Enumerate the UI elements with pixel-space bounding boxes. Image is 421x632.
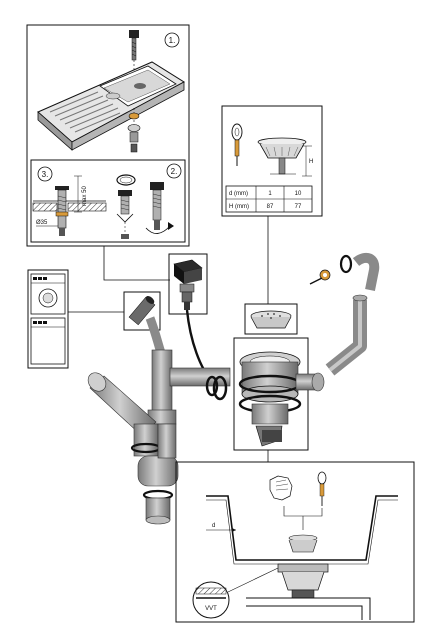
callout-label: VVT xyxy=(205,606,217,612)
tailpiece-parts xyxy=(309,252,380,376)
drain-basket-box xyxy=(233,337,325,451)
table-row-d-a: 1 xyxy=(268,191,272,197)
diameter-label: Ø35 xyxy=(36,220,48,226)
h-dimension-label: H xyxy=(309,159,313,165)
max-dimension-label: max 50 xyxy=(82,186,88,206)
steps-subpanel xyxy=(30,159,186,243)
step3-circle xyxy=(37,166,53,182)
strainer-basket-icon: H xyxy=(257,137,313,177)
sink-section-panel: d VVT xyxy=(175,461,415,623)
table-row-d-b: 10 xyxy=(295,191,302,197)
key-icon-bottom xyxy=(317,471,327,506)
siphon-assembly xyxy=(87,316,231,525)
button-assembly-icon xyxy=(116,190,134,239)
d-dimension-label: d xyxy=(212,523,215,529)
hose-connector-box xyxy=(123,291,161,331)
table-row-h-a: 87 xyxy=(267,204,274,210)
hand-icon xyxy=(269,475,293,501)
step2-circle xyxy=(166,163,182,179)
table-row-h-label: H (mm) xyxy=(229,204,249,210)
top-left-panel: 1. xyxy=(26,24,190,247)
leader-lines xyxy=(68,216,269,462)
sink-icon xyxy=(37,61,185,151)
spec-panel: H d (mm) 1 10 H (mm) 87 77 xyxy=(221,105,323,217)
callout-circle xyxy=(192,581,230,619)
screw-icon xyxy=(129,30,139,72)
clip-ring-icon xyxy=(116,174,136,186)
step3-label: 3. xyxy=(42,170,49,179)
appliance-icon xyxy=(27,269,69,369)
strainer-top-box xyxy=(244,303,298,335)
table-row-d-label: d (mm) xyxy=(229,191,248,197)
push-button-box xyxy=(168,253,208,315)
step1-circle xyxy=(164,32,180,48)
overflow-parts-icon xyxy=(127,108,141,153)
key-icon xyxy=(231,123,243,166)
spec-table: d (mm) 1 10 H (mm) 87 77 xyxy=(225,185,313,213)
countertop-section-icon: max 50 Ø35 xyxy=(32,175,107,236)
button-assembly-rotated-icon xyxy=(145,182,174,234)
table-row-h-b: 77 xyxy=(295,204,302,210)
step1-label: 1. xyxy=(169,36,176,45)
step2-label: 2. xyxy=(171,167,178,176)
